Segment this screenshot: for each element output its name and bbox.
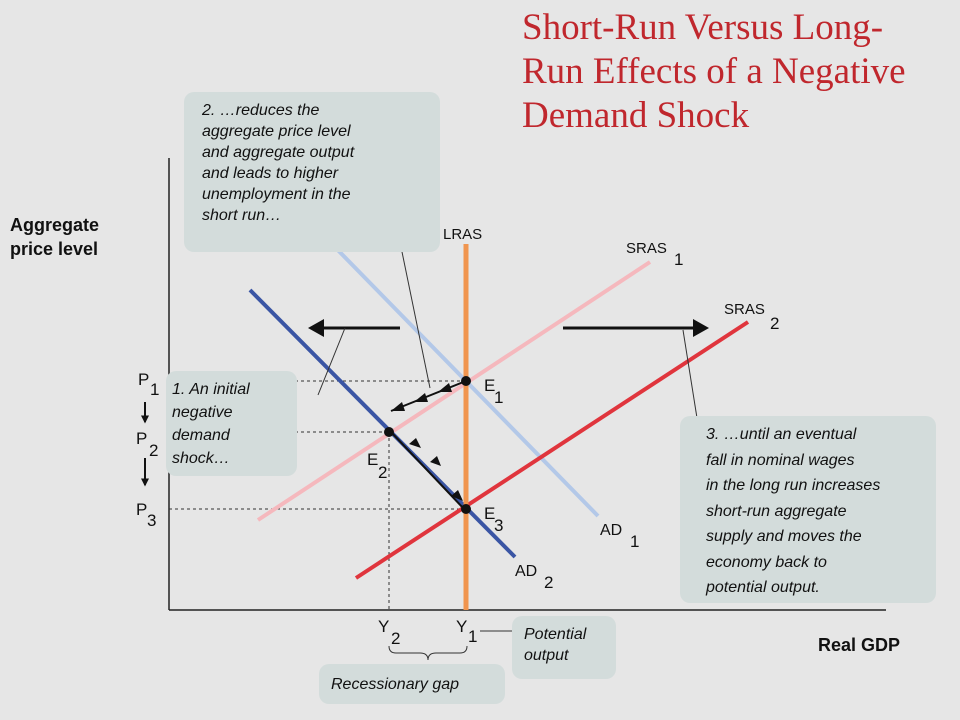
e2-subscript: 2 <box>378 463 387 482</box>
lras-label: LRAS <box>443 226 482 243</box>
y-axis-title-line-1: Aggregate <box>10 215 100 235</box>
step3-line-5: supply and moves the <box>706 528 862 545</box>
y-axis-title: Aggregate price level <box>10 213 99 261</box>
p1-label: P <box>138 370 149 389</box>
p2-label: P <box>136 429 147 448</box>
step3-line-1: 3. …until an eventual <box>706 426 857 443</box>
sras1-label: SRAS <box>626 240 667 257</box>
step2-line-5: unemployment in the <box>202 186 351 203</box>
e1-label: E <box>484 376 495 395</box>
step2-leader-a <box>400 246 431 389</box>
title-line-1: Short-Run Versus Long- <box>522 7 884 48</box>
x-axis-title: Real GDP <box>818 635 901 655</box>
e2-label: E <box>367 450 378 469</box>
step1-line-4: shock… <box>172 450 230 467</box>
p1-subscript: 1 <box>150 380 159 399</box>
p2-subscript: 2 <box>149 441 158 460</box>
e2-e3-arrowhead-3 <box>409 438 421 448</box>
e1-subscript: 1 <box>494 388 503 407</box>
e1-e2-arrowhead-1 <box>391 402 405 411</box>
ad2-curve <box>248 288 517 559</box>
step2-line-1: 2. …reduces the <box>202 102 320 119</box>
step2-leader-b <box>317 327 346 396</box>
step1-line-1: 1. An initial <box>172 381 250 398</box>
sras-shift-arrow-head <box>693 319 709 337</box>
step1-line-2: negative <box>172 404 233 421</box>
p3-subscript: 3 <box>147 511 156 530</box>
ad2-label: AD <box>515 563 537 580</box>
e2-e3-arrowhead-1 <box>430 456 441 466</box>
e1-e2-arrowhead-2 <box>414 393 428 402</box>
potential-output-line-1: Potential <box>524 626 587 643</box>
step2-line-6: short run… <box>202 207 282 224</box>
step3-callout: 3. …until an eventual fall in nominal wa… <box>680 416 936 603</box>
step3-leader <box>682 329 698 419</box>
step2-callout: 2. …reduces the aggregate price level an… <box>184 92 440 252</box>
y-axis-title-line-2: price level <box>10 239 99 259</box>
step2-line-4: and leads to higher <box>202 165 339 182</box>
potential-output-callout: Potential output <box>512 616 616 679</box>
sras2-subscript: 2 <box>770 314 779 333</box>
e3-subscript: 3 <box>494 516 503 535</box>
slide-title: Short-Run Versus Long- Run Effects of a … <box>522 6 952 138</box>
recessionary-gap-label: Recessionary gap <box>331 676 460 693</box>
potential-output-line-2: output <box>524 647 569 664</box>
title-line-2: Run Effects of a Negative <box>522 51 906 92</box>
e1-e2-arrowhead-3 <box>438 383 452 392</box>
e2-to-e3-arrow <box>391 432 465 510</box>
step1-line-3: demand <box>172 427 230 444</box>
e2-e3-arrowhead-2 <box>451 490 463 501</box>
step3-line-2: fall in nominal wages <box>706 451 855 469</box>
step3-line-6: economy back to <box>706 553 827 571</box>
ad1-subscript: 1 <box>630 532 639 551</box>
e3-label: E <box>484 504 495 523</box>
sras2-curve <box>354 320 750 580</box>
y2-subscript: 2 <box>391 629 400 648</box>
ad1-label: AD <box>600 522 622 539</box>
recessionary-gap-callout: Recessionary gap <box>319 664 505 704</box>
e3-point <box>461 504 471 514</box>
y1-label: Y <box>456 617 467 636</box>
e1-point <box>461 376 471 386</box>
y1-subscript: 1 <box>468 627 477 646</box>
step2-line-3: and aggregate output <box>202 144 355 161</box>
e2-point <box>384 427 394 437</box>
step2-line-2: aggregate price level <box>202 123 351 140</box>
step1-callout: 1. An initial negative demand shock… <box>166 371 297 476</box>
step3-line-4: short-run aggregate <box>706 502 847 520</box>
step3-line-7: potential output. <box>706 579 820 596</box>
ad-shift-arrow-head <box>308 319 324 337</box>
sras2-label: SRAS <box>724 301 765 318</box>
p3-label: P <box>136 500 147 519</box>
recessionary-gap-brace <box>388 645 468 661</box>
y2-label: Y <box>378 617 389 636</box>
title-line-3: Demand Shock <box>522 95 750 136</box>
step3-line-3: in the long run increases <box>706 477 881 494</box>
sras1-curve <box>256 260 652 522</box>
ad2-subscript: 2 <box>544 573 553 592</box>
sras1-subscript: 1 <box>674 250 683 269</box>
e1-to-e2-arrow <box>390 380 467 412</box>
